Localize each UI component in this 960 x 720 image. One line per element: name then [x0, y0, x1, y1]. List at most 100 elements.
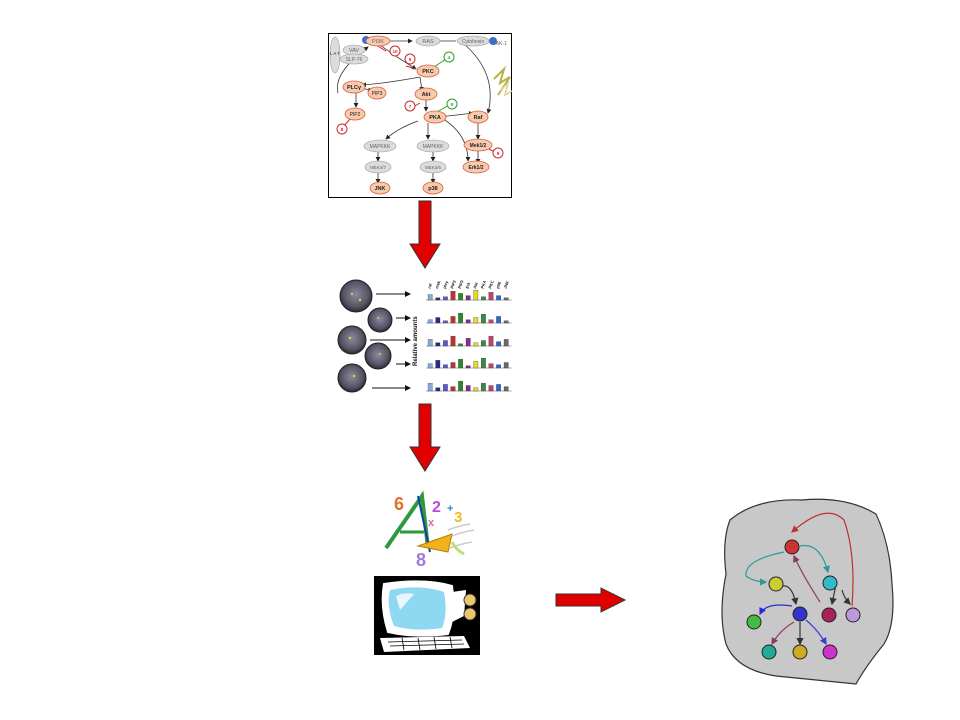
protein-label: plcγ: [442, 279, 450, 289]
measurement-bar: [473, 361, 479, 369]
compass-icon: [384, 490, 430, 550]
network-edge: [799, 544, 830, 574]
measurement-bar: [450, 386, 456, 392]
measurement-bar: [458, 359, 463, 369]
measurement-bar: [503, 386, 509, 392]
label-pkc: PKC: [422, 69, 434, 75]
measurement-bar: [473, 317, 479, 324]
measurement-bar: [435, 317, 441, 324]
perturbation-label: 7: [409, 104, 412, 109]
cell-image: [364, 342, 392, 370]
label-slp: SLP-76: [346, 57, 363, 63]
protein-label: raf: [426, 282, 433, 289]
computer-clipart: [374, 576, 480, 655]
network-node: [822, 644, 838, 660]
label-pip2: PIP2: [350, 112, 361, 118]
measurement-bar: [450, 291, 456, 301]
measurement-bar: [435, 360, 441, 369]
perturbation-7: [404, 100, 416, 112]
label-raf: Raf: [474, 115, 483, 121]
measurement-bar: [458, 380, 463, 392]
node-slp: [339, 53, 369, 65]
label-mek12: Mek1/2: [470, 143, 487, 149]
perturbation-label: 5: [451, 102, 454, 107]
math-glyph: +: [447, 503, 453, 515]
measurement-bar: [503, 297, 509, 301]
measurement-bar: [488, 385, 494, 392]
cell-image: [367, 307, 393, 333]
measurement-bar: [465, 365, 471, 369]
receptor-dot: [489, 37, 497, 45]
node-ras: [415, 35, 441, 47]
network-node: [784, 539, 800, 555]
network-node: [792, 644, 808, 660]
network-edge: [759, 604, 793, 616]
activator-edge: [433, 58, 447, 68]
measurement-bar: [450, 335, 456, 347]
measurement-bar: [465, 319, 471, 324]
cell-image: [337, 363, 367, 393]
node-mek47: [364, 160, 392, 174]
math-glyph: x: [428, 517, 435, 529]
down-arrow-icon: [409, 200, 441, 269]
measurement-bar: [496, 295, 501, 301]
measurement-bar: [488, 292, 494, 301]
inferred-network: [716, 494, 898, 686]
measurement-bar: [458, 343, 463, 347]
measurement-bar: [458, 293, 463, 301]
label-akt: Akt: [422, 92, 431, 98]
network-blob: [721, 498, 894, 685]
label-mek47: MEK4/7: [370, 165, 387, 170]
node-mek12: [463, 138, 493, 152]
measurement-bar: [435, 342, 441, 347]
network-edge: [771, 621, 795, 646]
node-mapkkk1: [363, 139, 397, 153]
perturbation-10: [389, 45, 401, 57]
measurement-bar: [443, 384, 448, 392]
protein-label: PKA: [480, 280, 488, 290]
measurement-bar: [458, 312, 463, 324]
measurement-bar: [473, 289, 479, 301]
pathway-svg: L A T VAV SLP-76 PI3K RAS Cytohesin JAK-…: [328, 33, 513, 198]
computer-svg: [374, 576, 480, 655]
label-mek36: MEK3/6: [425, 165, 442, 170]
network-node: [768, 576, 784, 592]
measurement-bar: [465, 338, 471, 347]
measurement-bar: [435, 387, 441, 392]
perturbation-label: 10: [392, 49, 398, 54]
measurement-bar: [481, 314, 486, 324]
edge: [462, 42, 492, 114]
measurement-bar: [450, 362, 456, 369]
edge: [379, 44, 417, 70]
protein-label: JNK: [502, 280, 509, 289]
node-raf: [467, 110, 489, 124]
down-arrow-icon: [409, 403, 441, 472]
measurement-bar: [473, 342, 479, 347]
label-lat: L A T: [330, 51, 340, 56]
signal-bolt-icon: [499, 80, 513, 97]
perturbation-label: 4: [448, 55, 451, 60]
cell-image: [339, 279, 373, 313]
label-pi3k: PI3K: [372, 39, 384, 45]
set-square-icon: [416, 533, 453, 553]
measurement-bar: [443, 296, 448, 301]
wind-up-key-icon: [463, 593, 477, 607]
node-mek36: [419, 160, 447, 174]
network-edge: [841, 589, 851, 605]
perturbation-label: 9: [497, 151, 500, 156]
edge: [385, 120, 419, 140]
protein-label: Akt: [472, 281, 479, 289]
measurement-bar: [427, 383, 433, 392]
node-pi3k: [365, 35, 391, 47]
network-node: [746, 614, 762, 630]
measurement-bar: [443, 364, 448, 369]
label-p38: p38: [428, 186, 437, 192]
measurement-bar: [481, 383, 486, 392]
measurement-bar: [496, 384, 501, 392]
measurement-bar: [503, 339, 509, 347]
network-node: [821, 607, 837, 623]
protein-label: Erk: [464, 281, 471, 289]
right-arrow-icon: [555, 587, 627, 613]
